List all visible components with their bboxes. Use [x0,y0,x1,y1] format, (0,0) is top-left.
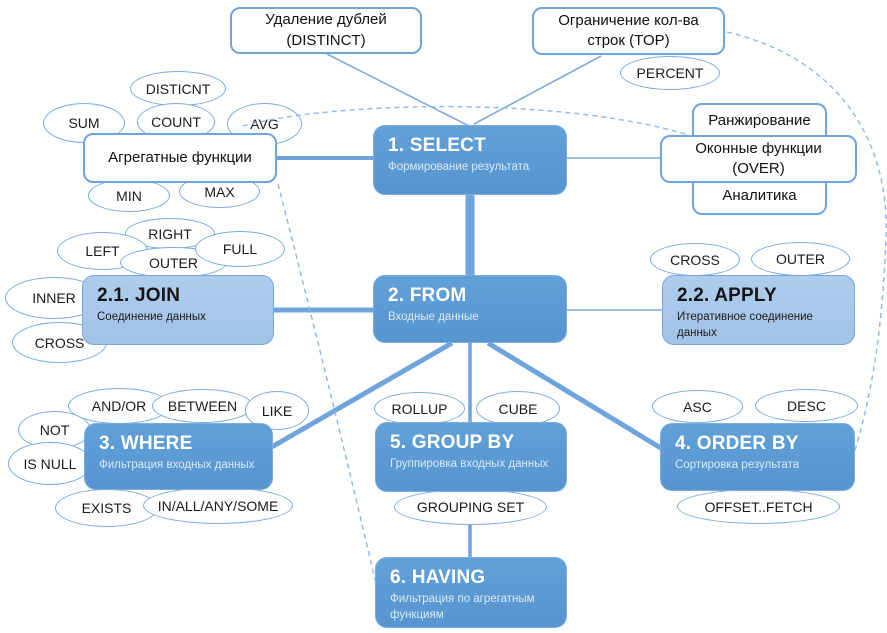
connector-distinct-select [326,53,470,127]
ellipse-label: PERCENT [636,65,704,81]
node-subtitle: Фильтрация входных данных [99,459,255,471]
ellipse-label: AND/OR [91,398,147,414]
ellipse-rollup: ROLLUP [374,392,465,425]
callout-top: Ограничение кол-ва строк (TOP) [532,7,725,55]
ellipse-label: COUNT [151,114,201,130]
ellipse-label: DESC [787,397,826,414]
ellipse-label: LIKE [261,402,293,419]
node-title: 6. HAVING [390,567,486,588]
callout-aggregate-functions: Агрегатные функции [83,133,277,183]
ellipse-label: IS NULL [23,455,77,472]
ellipse-apply-outer: OUTER [751,242,850,276]
ellipse-label: GROUPING SET [416,499,525,515]
ellipse-disticnt: DISTICNT [130,71,226,106]
node-title: 3. WHERE [99,433,193,454]
node-subtitle: Входные данные [388,311,479,323]
node-title: 1. SELECT [388,135,486,156]
node-title: 2. FROM [388,285,467,306]
callout-label: Удаление дублей (DISTINCT) [265,11,387,49]
ellipse-desc: DESC [755,389,858,422]
ellipse-label: ASC [683,398,712,415]
ellipse-label: CROSS [34,334,85,351]
ellipse-label: DISTICNT [145,80,211,97]
ellipse-label: ROLLUP [391,400,448,417]
callout-ranking-label: Ранжирование [708,112,811,129]
node-from: 2. FROM Входные данные [373,275,567,343]
callout-label: Ограничение кол-ва строк (TOP) [558,11,699,49]
connector-dashed-aggregate-window [242,105,693,137]
callout-label: Оконные функции (OVER) [695,139,822,177]
ellipse-label: MAX [204,183,235,200]
ellipse-label: MIN [116,187,142,204]
connector-from-where [268,340,454,451]
ellipse-label: FULL [222,241,258,257]
callout-window-functions: Оконные функции (OVER) [660,135,857,183]
node-subtitle: Сортировка результата [675,459,800,471]
node-where: 3. WHERE Фильтрация входных данных [84,423,273,490]
ellipse-label: OUTER [776,251,825,267]
ellipse-label: IN/ALL/ANY/SOME [157,497,279,514]
connector-dashed-aggregate-having [277,183,378,589]
ellipse-percent: PERCENT [620,56,720,90]
node-subtitle: Формирование результата [388,161,530,173]
node-group-by: 5. GROUP BY Группировка входных данных [375,422,567,492]
ellipse-between: BETWEEN [152,389,253,423]
ellipse-outer: OUTER [120,247,227,278]
ellipse-grouping-set: GROUPING SET [394,489,547,525]
node-subtitle: Фильтрация по агрегатным функциям [390,593,535,621]
ellipse-offset-fetch: OFFSET..FETCH [677,489,840,524]
node-apply: 2.2. APPLY Итеративное соединение данных [662,275,855,345]
connector-top-select [473,55,602,125]
node-subtitle: Группировка входных данных [390,458,549,470]
node-title: 2.2. APPLY [677,285,777,306]
ellipse-label: CUBE [498,400,538,417]
node-select: 1. SELECT Формирование результата [373,125,567,195]
ellipse-label: CROSS [670,251,720,268]
ellipse-label: NOT [39,422,70,438]
ellipse-exists: EXISTS [55,489,158,527]
ellipse-asc: ASC [652,390,743,423]
ellipse-full: FULL [195,231,285,267]
node-subtitle: Итеративное соединение данных [677,311,813,339]
ellipse-label: SUM [68,115,100,131]
node-title: 5. GROUP BY [390,432,515,453]
node-join: 2.1. JOIN Соединение данных [82,275,274,345]
ellipse-label: LEFT [85,243,120,259]
callout-label: Агрегатные функции [108,148,252,166]
node-order-by: 4. ORDER BY Сортировка результата [660,423,855,491]
ellipse-label: RIGHT [148,225,192,242]
node-having: 6. HAVING Фильтрация по агрегатным функц… [375,557,567,628]
node-title: 4. ORDER BY [675,433,799,454]
connector-from-orderby [486,340,666,453]
ellipse-label: OUTER [149,254,198,271]
ellipse-left: LEFT [57,232,148,270]
node-subtitle: Соединение данных [97,311,206,323]
ellipse-label: INNER [32,290,76,306]
ellipse-label: OFFSET..FETCH [704,498,813,515]
ellipse-label: EXISTS [81,500,132,516]
ellipse-cube: CUBE [476,391,560,426]
node-title: 2.1. JOIN [97,285,181,306]
ellipse-label: BETWEEN [167,398,238,414]
callout-distinct: Удаление дублей (DISTINCT) [230,7,422,54]
callout-analytics-label: Аналитика [722,187,797,204]
